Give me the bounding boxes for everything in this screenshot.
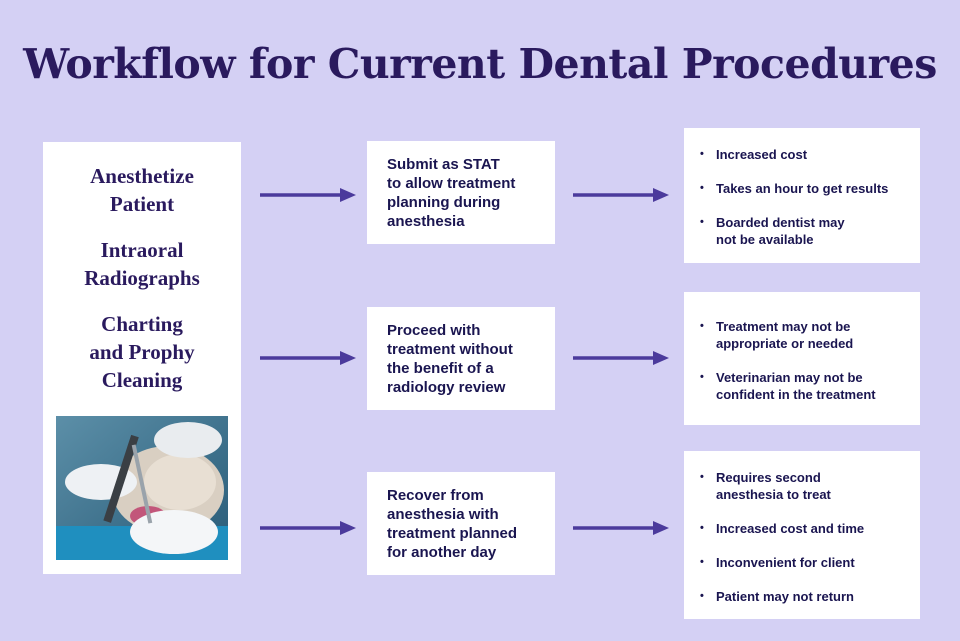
arrow-row1-right — [573, 188, 669, 202]
arrow-row1-left — [260, 188, 356, 202]
procedure-steps-panel: Anesthetize Patient Intraoral Radiograph… — [43, 142, 241, 574]
action-text: Submit as STAT to allow treatment planni… — [387, 155, 516, 230]
outcome-item: •Veterinarian may not be confident in th… — [700, 370, 876, 402]
outcome-item: •Treatment may not be appropriate or nee… — [700, 319, 854, 351]
arrow-row2-right — [573, 351, 669, 365]
outcome-item: •Patient may not return — [700, 589, 854, 604]
outcome-item: •Increased cost — [700, 147, 808, 162]
action-text: Proceed with treatment without the benef… — [387, 321, 513, 396]
outcome-item: •Inconvenient for client — [700, 555, 855, 570]
action-box-stat: Submit as STAT to allow treatment planni… — [367, 141, 555, 244]
step-charting: Charting and Prophy Cleaning — [89, 312, 195, 392]
outcome-box-proceed: •Treatment may not be appropriate or nee… — [684, 292, 920, 425]
outcome-item: •Takes an hour to get results — [700, 181, 889, 196]
page-title: Workflow for Current Dental Procedures — [23, 40, 937, 88]
step-radiographs: Intraoral Radiographs — [84, 238, 200, 290]
action-box-proceed: Proceed with treatment without the benef… — [367, 307, 555, 410]
action-text: Recover from anesthesia with treatment p… — [387, 486, 518, 561]
step-anesthetize: Anesthetize Patient — [90, 164, 194, 216]
outcome-item: •Boarded dentist may not be available — [700, 215, 845, 247]
outcome-item: •Increased cost and time — [700, 521, 865, 536]
arrow-row2-left — [260, 351, 356, 365]
arrow-row3-right — [573, 521, 669, 535]
outcome-box-recover: •Requires second anesthesia to treat •In… — [684, 451, 920, 619]
outcome-item: •Requires second anesthesia to treat — [700, 470, 831, 502]
dental-procedure-photo — [56, 416, 228, 560]
arrow-row3-left — [260, 521, 356, 535]
outcome-box-stat: •Increased cost •Takes an hour to get re… — [684, 128, 920, 263]
action-box-recover: Recover from anesthesia with treatment p… — [367, 472, 555, 575]
